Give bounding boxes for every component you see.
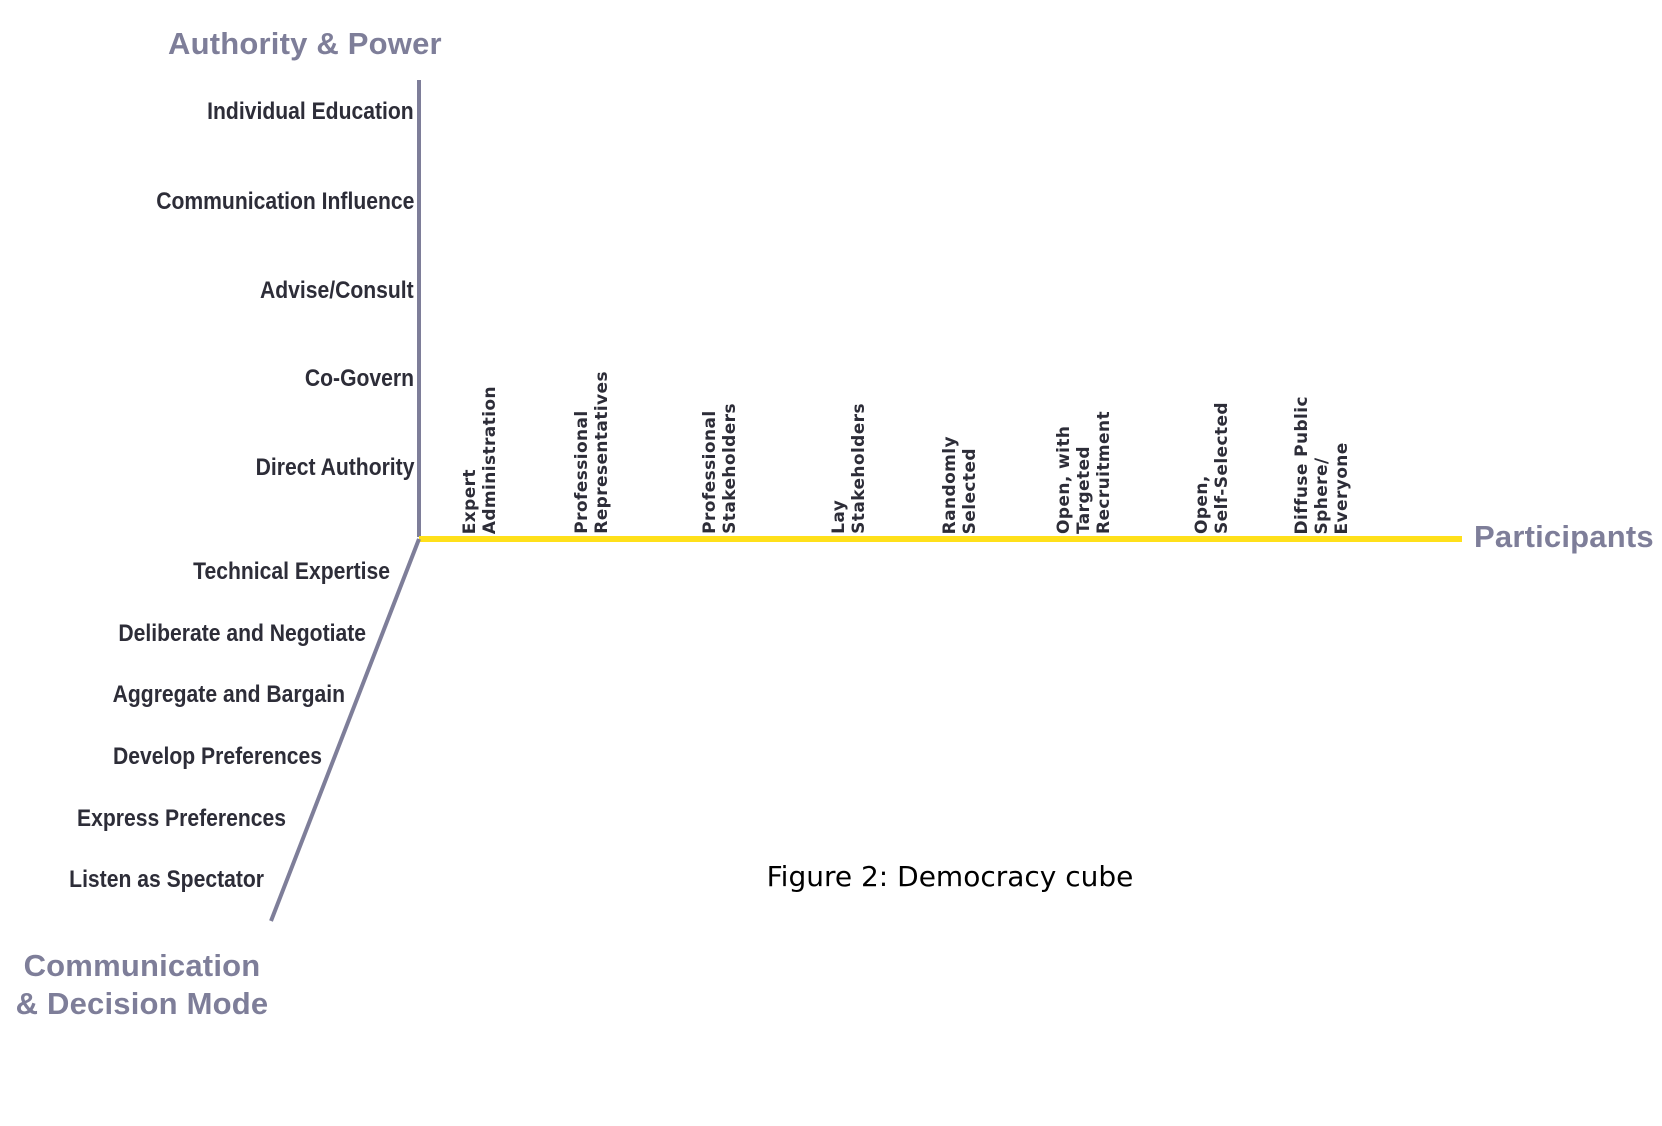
horizontal-axis-title: Participants [1474, 519, 1654, 554]
figure-caption: Figure 2: Democracy cube [766, 860, 1134, 893]
diagonal-tick-technical-expertise: Technical Expertise [193, 558, 390, 585]
diagonal-tick-deliberate-and-negotiate: Deliberate and Negotiate [118, 620, 366, 647]
vertical-tick-individual-education: Individual Education [207, 98, 414, 125]
horizontal-tick-label: Lay Stakeholders [829, 403, 870, 534]
horizontal-tick-label: Open, Self-Selected [1192, 402, 1233, 534]
diagonal-tick-aggregate-and-bargain: Aggregate and Bargain [112, 681, 346, 708]
vertical-axis-title: Authority & Power [168, 26, 442, 61]
diagonal-tick-express-preferences: Express Preferences [77, 805, 287, 832]
vertical-tick-co-govern: Co-Govern [304, 365, 414, 392]
horizontal-tick-label: Diffuse Public Sphere/ Everyone [1292, 395, 1353, 534]
horizontal-tick-label: Professional Representatives [572, 371, 613, 534]
vertical-tick-advise-consult: Advise/Consult [260, 277, 414, 304]
horizontal-tick-label: Professional Stakeholders [700, 403, 741, 534]
vertical-tick-communication-influence: Communication Influence [155, 188, 414, 215]
diagonal-tick-listen-as-spectator: Listen as Spectator [69, 866, 264, 893]
vertical-tick-direct-authority: Direct Authority [255, 454, 414, 481]
diagonal-axis-title: Communication & Decision Mode [15, 948, 269, 1022]
diagonal-axis-line [269, 538, 421, 922]
horizontal-tick-label: Expert Administration [460, 385, 501, 534]
horizontal-tick-label: Open, with Targeted Recruitment [1054, 410, 1115, 534]
horizontal-tick-label: Randomly Selected [940, 435, 981, 534]
diagonal-tick-develop-preferences: Develop Preferences [113, 743, 322, 770]
